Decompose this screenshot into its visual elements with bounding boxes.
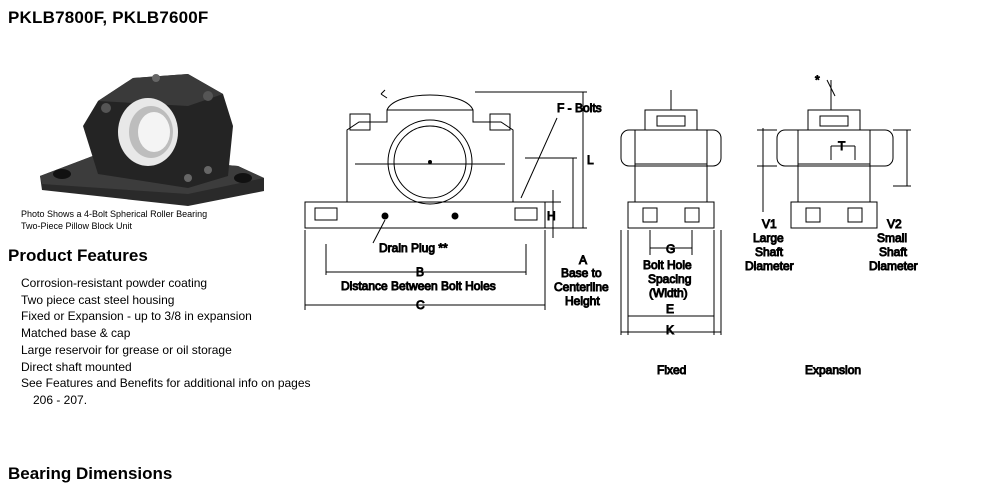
label-v1-desc-1: Large [753,231,784,245]
dimensions-heading: Bearing Dimensions [8,464,173,483]
label-v1-desc-3: Diameter [745,259,794,273]
features-heading: Product Features [8,246,148,265]
label-fixed: Fixed [657,363,686,377]
page-title: PKLB7800F, PKLB7600F [8,8,209,27]
label-a: A [579,253,587,267]
feature-item: Direct shaft mounted [21,359,132,374]
label-drain-plug: Drain Plug ** [379,241,448,255]
feature-item: Matched base & cap [21,326,131,341]
label-l: L [587,153,594,167]
label-v2-desc-3: Diameter [869,259,918,273]
caption-line-1: Photo Shows a 4-Bolt Spherical Roller Be… [21,209,208,219]
label-g: G [666,242,675,256]
caption-line-2: Two-Piece Pillow Block Unit [21,221,133,231]
dimension-drawing: F - Bolts L H Drain Plug ** A Base to Ce… [304,73,918,378]
features-list: Corrosion-resistant powder coating Two p… [21,275,311,409]
pillow-block-photo [40,74,264,206]
label-g-desc-2: Spacing [648,272,691,286]
expansion-side-view [757,79,911,229]
label-b: B [416,265,424,279]
label-g-desc-3: (Width) [649,286,688,300]
feature-item: 206 - 207. [33,392,88,407]
feature-item: Large reservoir for grease or oil storag… [21,342,232,357]
label-t: T [838,139,846,153]
label-asterisk: * [815,73,820,87]
label-k: K [666,323,674,337]
label-c: C [416,298,425,312]
label-a-desc-2: Centerline [554,280,609,294]
label-h: H [547,209,556,223]
front-view [304,89,587,310]
label-e: E [666,302,674,316]
feature-item: See Features and Benefits for additional… [21,376,311,391]
feature-item: Corrosion-resistant powder coating [21,276,208,290]
feature-item: Fixed or Expansion - up to 3/8 in expans… [21,309,252,324]
label-f-bolts: F - Bolts [557,101,602,115]
label-a-desc-3: Height [565,294,600,308]
label-v2-desc-1: Small [877,231,907,245]
label-expansion: Expansion [805,363,861,377]
label-v1-desc-2: Shaft [755,245,784,259]
label-b-desc: Distance Between Bolt Holes [341,279,496,293]
photo-caption: Photo Shows a 4-Bolt Spherical Roller Be… [21,208,207,232]
label-v2-desc-2: Shaft [879,245,908,259]
label-g-desc-1: Bolt Hole [643,258,692,272]
label-v2: V2 [887,217,902,231]
label-v1: V1 [762,217,777,231]
label-a-desc-1: Base to [561,266,602,280]
fixed-side-view [620,90,722,335]
feature-item: Two piece cast steel housing [21,292,175,307]
